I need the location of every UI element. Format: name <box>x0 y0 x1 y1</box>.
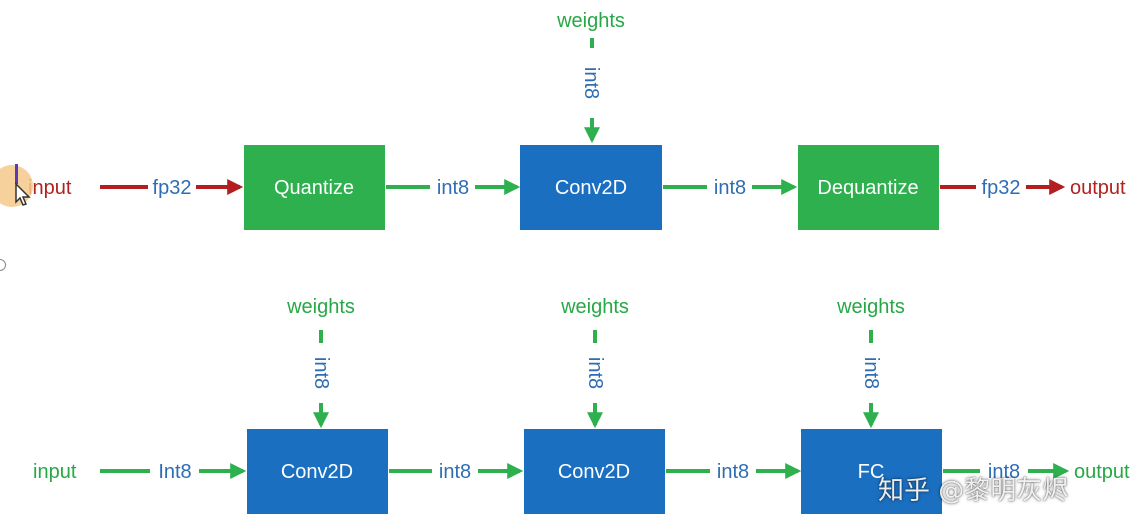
quantize-out-label: int8 <box>437 177 469 199</box>
bottom-conv2-label: Conv2D <box>558 461 630 483</box>
bottom-weights1-label: weights <box>286 296 355 318</box>
quantize-box <box>244 145 385 230</box>
conv2d-box <box>520 145 662 230</box>
fc-box <box>801 429 942 514</box>
fc-label: FC <box>858 461 885 483</box>
dequantize-out-label: fp32 <box>982 177 1021 199</box>
bottom-conv2d-box-1 <box>247 429 388 514</box>
bottom-conv1-label: Conv2D <box>281 461 353 483</box>
bottom-weights1-dtype-label: int8 <box>310 357 332 389</box>
bottom-weights2-label: weights <box>560 296 629 318</box>
bottom-weights3-label: weights <box>836 296 905 318</box>
conv2d-label: Conv2D <box>555 177 627 199</box>
bottom-conv1-out-label: int8 <box>439 461 471 483</box>
bottom-weights2-dtype-label: int8 <box>584 357 606 389</box>
bottom-input-dtype-label: Int8 <box>158 461 191 483</box>
bottom-output-label: output <box>1074 461 1130 483</box>
watermark: 知乎 @黎明灰烬 <box>878 476 1069 506</box>
top-input-dtype-label: fp32 <box>153 177 192 199</box>
bottom-conv2-out-label: int8 <box>717 461 749 483</box>
quantize-label: Quantize <box>274 177 354 199</box>
bottom-input-label: input <box>33 461 77 483</box>
bottom-conv2d-box-2 <box>524 429 665 514</box>
conv-out-label: int8 <box>714 177 746 199</box>
top-weights-label: weights <box>556 10 625 32</box>
top-weights-dtype-label: int8 <box>580 67 602 99</box>
fc-out-label: int8 <box>988 461 1020 483</box>
mouse-pointer-icon <box>0 162 42 210</box>
top-output-label: output <box>1070 177 1126 199</box>
dequantize-label: Dequantize <box>817 177 918 199</box>
bottom-weights3-dtype-label: int8 <box>860 357 882 389</box>
top-input-label: input <box>28 177 72 199</box>
dequantize-box <box>798 145 939 230</box>
